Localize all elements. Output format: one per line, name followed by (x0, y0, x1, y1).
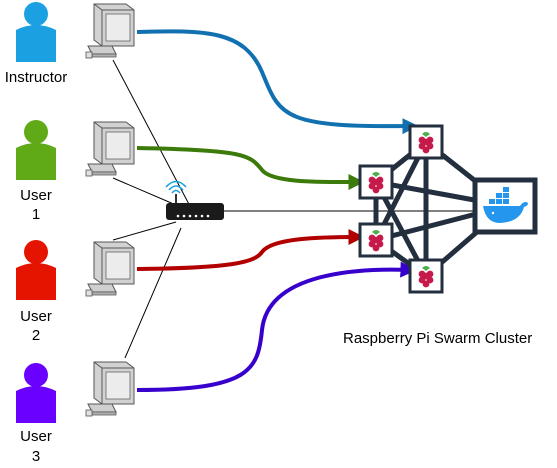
router-link-instructor (112, 59, 193, 211)
router-link-user-2 (112, 221, 177, 241)
cluster-label: Raspberry Pi Swarm Cluster (343, 330, 532, 347)
user-number-user-1: 1 (32, 206, 40, 223)
person-icon-instructor (16, 2, 56, 62)
monitor-icon-user-3 (85, 361, 135, 417)
monitor-icon-instructor (85, 3, 135, 59)
person-icon-user-1 (16, 120, 56, 180)
user-links (136, 29, 419, 392)
person-icon-user-3 (16, 363, 56, 423)
user-number-user-3: 3 (32, 448, 40, 465)
person-icon-user-2 (16, 240, 56, 300)
router-link-user-1 (112, 177, 177, 206)
raspberry-pi-icon-node-1 (408, 124, 444, 160)
user-label-instructor: Instructor (5, 69, 68, 86)
instructor-link (136, 29, 419, 135)
router-link-user-3 (124, 227, 182, 359)
router-links (112, 59, 475, 359)
raspberry-pi-icon-node-4 (408, 258, 444, 294)
docker-whale-icon (472, 177, 538, 235)
wifi-router-icon (165, 180, 224, 220)
user-3-link (136, 261, 417, 392)
user-label-user-2: User (20, 308, 52, 325)
user-label-user-1: User (20, 187, 52, 204)
raspberry-pi-icon-node-2 (358, 164, 394, 200)
user-2-link (136, 229, 365, 271)
monitor-icon-user-1 (85, 121, 135, 177)
user-number-user-2: 2 (32, 327, 40, 344)
user-1-link (136, 146, 365, 191)
raspberry-pi-icon-node-3 (358, 222, 394, 258)
monitor-icon-user-2 (85, 241, 135, 297)
user-label-user-3: User (20, 428, 52, 445)
